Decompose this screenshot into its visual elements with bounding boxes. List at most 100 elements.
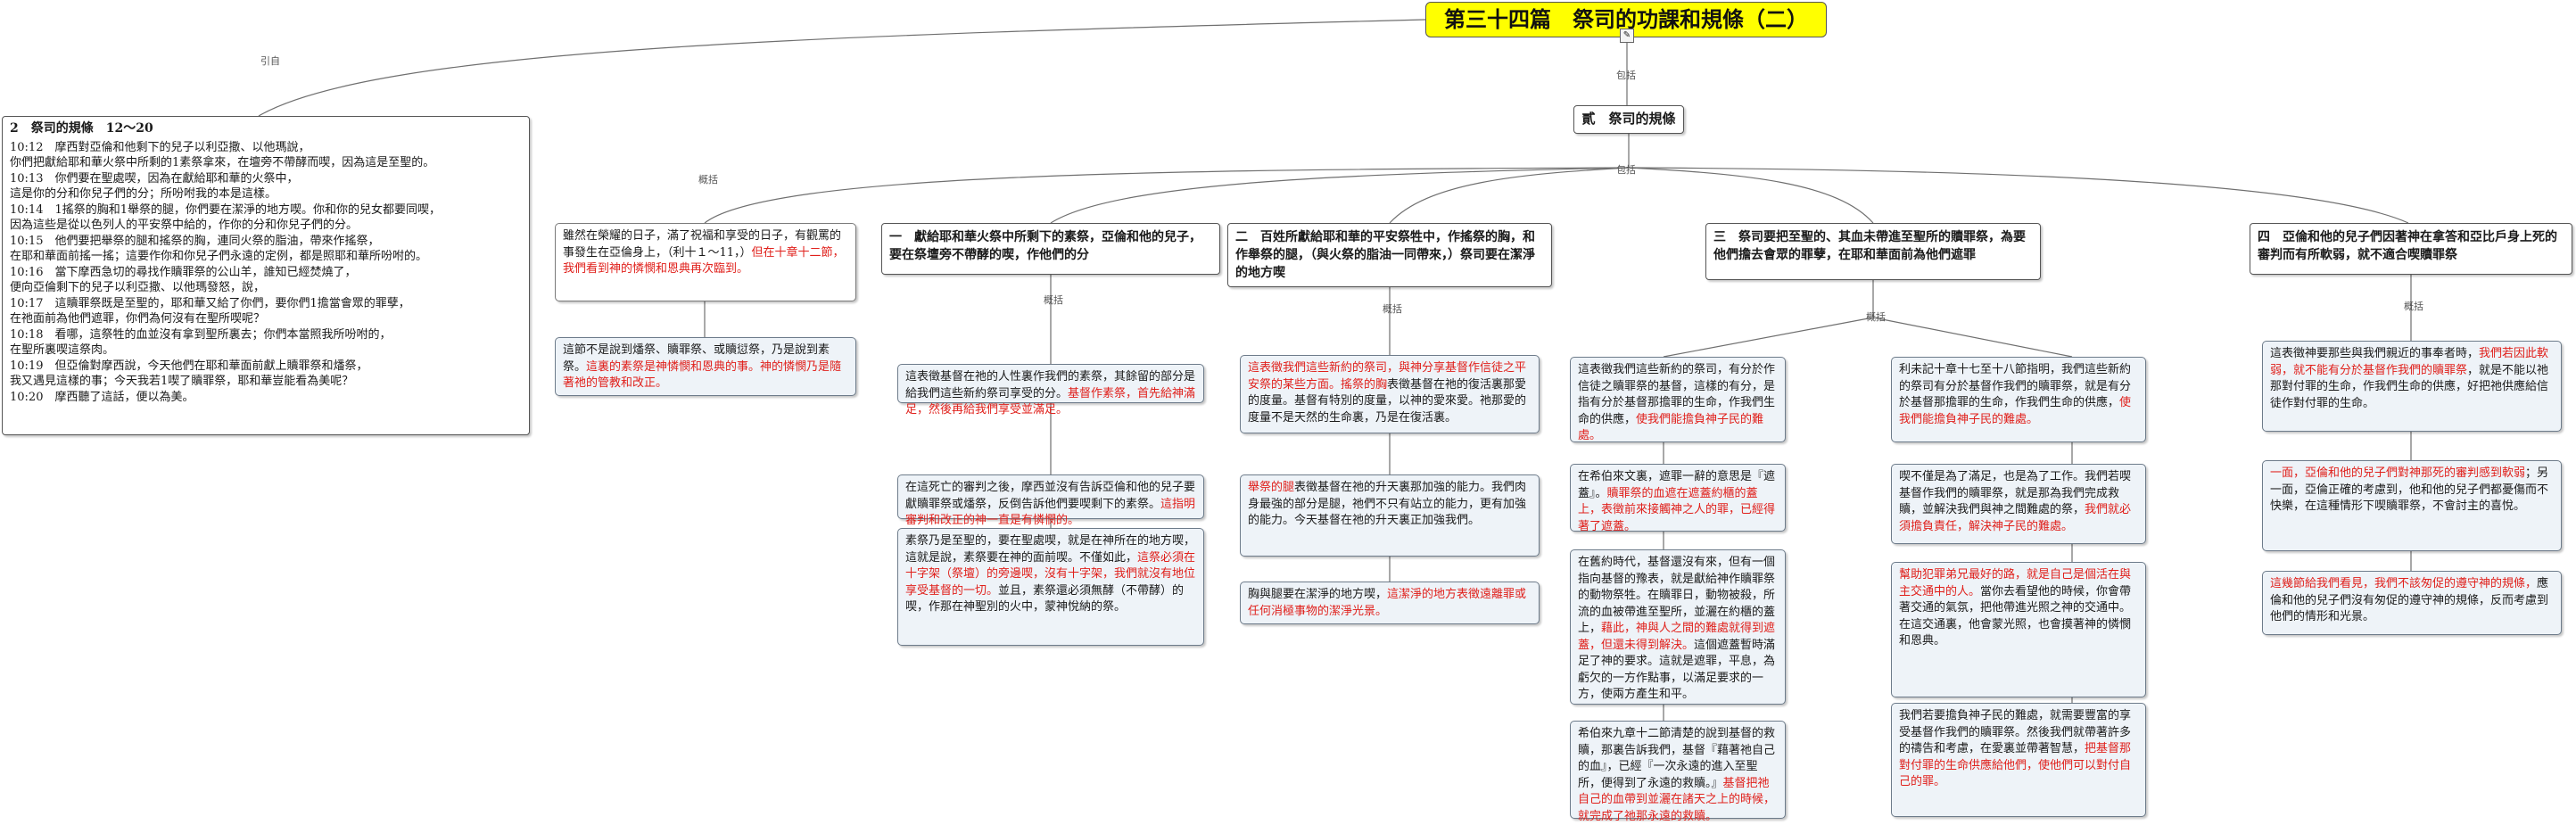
note-text: 這表徵我們這些新約的祭司，有分於作信徒之贖罪祭的基督，這樣的有分，是指有分於基督… bbox=[1578, 363, 1776, 426]
reference-line: 因為這些是從以色列人的平安祭中給的，作你的分和你兒子們的分。 bbox=[10, 219, 359, 232]
branch1-heading[interactable]: 一 獻給耶和華火祭中所剩下的素祭，亞倫和他的兒子，要在祭壇旁不帶酵的喫，作他們的… bbox=[881, 223, 1220, 275]
branch3-note-3[interactable]: 在舊約時代，基督還沒有來，但有一個指向基督的豫表，就是獻給神作贖罪祭的動物祭牲。… bbox=[1570, 549, 1786, 705]
highlighted-text: 使我們能擔負神子民的難處。 bbox=[1578, 412, 1764, 443]
reference-line: 這是你的分和你兒子們的分；所吩咐我的本是這樣。 bbox=[10, 187, 277, 201]
branch3-note-6[interactable]: 喫不僅是為了滿足，也是為了工作。我們若喫基督作我們的贖罪祭，就是那為我們完成救贖… bbox=[1891, 464, 2146, 544]
note-text: 胸與腿要在潔淨的地方喫， bbox=[1248, 588, 1388, 601]
branch1-note-1[interactable]: 這表徵基督在祂的人性裏作我們的素祭，其餘留的部分是給我們這些新約祭司享受的分。基… bbox=[897, 364, 1204, 417]
summary-label-b3: 概括 bbox=[1866, 311, 1886, 323]
branch4-heading[interactable]: 四 亞倫和他的兒子們因著神在拿答和亞比戶身上死的審判而有所軟弱，就不適合喫贖罪祭 bbox=[2250, 223, 2572, 275]
note-text: 喫不僅是為了滿足，也是為了工作。我們若喫基督作我們的贖罪祭，就是那為我們完成救贖… bbox=[1899, 470, 2132, 516]
highlighted-text: 幫助犯罪弟兄最好的路，就是自己是個活在與主交通中的人。 bbox=[1899, 568, 2132, 598]
note-text: ，就是不能以祂那對付罪的生命，作我們生命的供應，好把祂供應給信徒作對付罪的生命。 bbox=[2270, 363, 2549, 410]
highlighted-text: 舉祭的腿 bbox=[1248, 481, 1295, 494]
highlighted-text: 一面，亞倫和他的兒子們對神那死的審判感到軟弱 bbox=[2270, 466, 2526, 480]
branch2-note-1[interactable]: 這表徵我們這些新約的祭司，與神分享基督作信徒之平安祭的某些方面。搖祭的胸表徵基督… bbox=[1240, 355, 1540, 433]
branch3-note-4[interactable]: 希伯來九章十二節清楚的說到基督的救贖，那裏告訴我們，基督『藉著祂自己的血』，已經… bbox=[1570, 721, 1786, 823]
reference-line: 10:12 摩西對亞倫和他剩下的兒子以利亞撒、以他瑪說， bbox=[10, 140, 310, 154]
note-text: 我們若要擔負神子民的難處，就需要豐富的享受基督作我們的贖罪祭。然後我們就帶著許多… bbox=[1899, 709, 2132, 755]
reference-line: 在祂面前為他們遮罪，你們為何沒有在聖所喫呢？ bbox=[10, 312, 266, 326]
branch2-note-2[interactable]: 舉祭的腿表徵基督在祂的升天裏那加強的能力。我們肉身最強的部分是腿，祂們不只有站立… bbox=[1240, 474, 1540, 557]
include-label: 包括 bbox=[1616, 70, 1636, 81]
highlighted-text: 這表徵我們這些新約的祭司，與神分享基督作信徒之平安祭的某些方面。搖祭的胸 bbox=[1248, 361, 1527, 392]
summary-label-b2: 概括 bbox=[1383, 303, 1402, 315]
branch4-note-3[interactable]: 這幾節給我們看見，我們不該匆促的遵守神的規條，應倫和他的兒子們沒有匆促的遵守神的… bbox=[2262, 571, 2562, 635]
note-text: 並且，素祭還必須無酵（不帶酵）的喫，作那在神聖別的火中，蒙神悅納的祭。 bbox=[905, 583, 1185, 615]
note-text: 表徵基督在祂的升天裏那加強的能力。我們肉身最強的部分是腿，祂們不只有站立的能力，… bbox=[1248, 481, 1527, 527]
reference-line: 你們把獻給耶和華火祭中所剩的1素祭拿來，在壇旁不帶酵而喫，因為這是至聖的。 bbox=[10, 156, 435, 169]
reference-line: 10:17 這贖罪祭既是至聖的，耶和華又給了你們，要你們1擔當會眾的罪孽， bbox=[10, 296, 410, 310]
branch3-heading[interactable]: 三 祭司要把至聖的、其血未帶進至聖所的贖罪祭，為要他們擔去會眾的罪孽，在耶和華面… bbox=[1705, 223, 2041, 280]
reference-line: 10:13 你們要在聖處喫，因為在獻給耶和華的火祭中， bbox=[10, 171, 299, 186]
note-text: 希伯來九章十二節清楚的說到基督的救贖，那裏告訴我們，基督『藉著祂自己的血』，已經… bbox=[1578, 727, 1776, 790]
note-text: 素祭乃是至聖的，要在聖處喫，就是在神所在的地方喫，這就是說，素祭要在神的面前喫。… bbox=[905, 534, 1196, 565]
branch4-note-2[interactable]: 一面，亞倫和他的兒子們對神那死的審判感到軟弱；另一面，亞倫正確的考慮到，他和他的… bbox=[2262, 460, 2562, 551]
reference-line: 便向亞倫剩下的兒子以利亞撒、以他瑪發怒，說， bbox=[10, 281, 266, 294]
note-icon[interactable]: ✎ bbox=[1620, 29, 1634, 43]
scripture-reference-box[interactable]: 2 祭司的規條 12～20 10:12 摩西對亞倫和他剩下的兒子以利亞撒、以他瑪… bbox=[2, 116, 530, 435]
note-text: 這節不是說到燔祭、贖罪祭、或贖愆祭，乃是說到素祭。 bbox=[563, 343, 830, 374]
branch4-note-1[interactable]: 這表徵神要那些與我們親近的事奉者時，我們若因此軟弱，就不能有分於基督作我們的贖罪… bbox=[2262, 341, 2562, 432]
highlighted-text: 這潔淨的地方表徵遠離罪或任何消極事物的潔淨光景。 bbox=[1248, 588, 1527, 618]
reference-line: 10:16 當下摩西急切的尋找作贖罪祭的公山羊，誰知已經焚燒了， bbox=[10, 265, 357, 279]
reference-heading: 2 祭司的規條 12～20 bbox=[10, 121, 153, 136]
reference-line: 10:19 但亞倫對摩西說，今天他們在耶和華面前獻上贖罪祭和燔祭， bbox=[10, 359, 368, 373]
highlighted-text: 但在十章十二節，我們看到神的憐憫和恩典再次臨到。 bbox=[563, 245, 845, 276]
note-text: ；另一面，亞倫正確的考慮到，他和他的兒子們都憂傷而不快樂，在這種情形下喫贖罪祭，… bbox=[2270, 466, 2549, 513]
summary-label-b4: 概括 bbox=[2404, 301, 2423, 312]
note-text: 在舊約時代，基督還沒有來，但有一個指向基督的豫表，就是獻給神作贖罪祭的動物祭牲。… bbox=[1578, 556, 1776, 635]
reference-line: 在聖所裏喫這祭肉。 bbox=[10, 343, 115, 357]
branch3-note-2[interactable]: 在希伯來文裏，遮罪一辭的意思是『遮蓋』。贖罪祭的血遮在遮蓋約櫃的蓋上，表徵前來接… bbox=[1570, 464, 1786, 533]
branch1-note-3[interactable]: 素祭乃是至聖的，要在聖處喫，就是在神所在的地方喫，這就是說，素祭要在神的面前喫。… bbox=[897, 528, 1204, 646]
middle-to-branch3-line bbox=[1628, 167, 1874, 224]
highlighted-text: 基督作素祭，首先給神滿足，然後再給我們享受並滿足。 bbox=[905, 386, 1196, 417]
highlighted-text: 這指明審判和改正的神一直是有憐憫的。 bbox=[905, 497, 1196, 528]
highlighted-text: 使我們能擔負神子民的難處。 bbox=[1899, 396, 2132, 426]
middle-to-intro-line bbox=[704, 167, 1630, 224]
reference-line: 10:18 看哪，這祭牲的血並沒有拿到聖所裏去；你們本當照我所吩咐的， bbox=[10, 327, 392, 342]
intro-child-node[interactable]: 這節不是說到燔祭、贖罪祭、或贖愆祭，乃是說到素祭。這裏的素祭是神憐憫和恩典的事。… bbox=[555, 337, 856, 396]
branch1-note-2[interactable]: 在這死亡的審判之後，摩西並沒有告訴亞倫和他的兒子要獻贖罪祭或燔祭，反倒告訴他們要… bbox=[897, 474, 1204, 527]
branch2-heading[interactable]: 二 百姓所獻給耶和華的平安祭牲中，作搖祭的胸，和作舉祭的腿，（與火祭的脂油一同帶… bbox=[1227, 223, 1552, 287]
middle-to-branch1-line bbox=[1050, 167, 1630, 224]
cite-label: 引自 bbox=[260, 55, 280, 67]
note-text: 應倫和他的兒子們沒有匆促的遵守神的規條，反而考慮到他們的情形和光景。 bbox=[2270, 577, 2549, 623]
reference-line: 在耶和華面前搖一搖；這要作你和你兒子們永遠的定例，都是照耶和華所吩咐的。 bbox=[10, 250, 428, 263]
highlighted-text: 這祭必須在十字架（祭壇）的旁邊喫，沒有十字架，我們就沒有地位享受基督的一切。 bbox=[905, 550, 1196, 598]
root-to-reference-line bbox=[258, 19, 1426, 117]
highlighted-text: 基督把祂自己的血帶到並灑在諸天之上的時候，就完成了祂那永遠的救贖。 bbox=[1578, 776, 1776, 823]
highlighted-text: 贖罪祭的血遮在遮蓋約櫃的蓋上，表徵前來接觸神之人的罪，已經得著了遮蓋。 bbox=[1578, 486, 1776, 533]
reference-line: 10:20 摩西聽了這話，便以為美。 bbox=[10, 390, 194, 404]
note-text: 這個遮蓋暫時滿足了神的要求。這就是遮罪，平息，為虧欠的一方作點事，以滿足要求的一… bbox=[1578, 638, 1776, 702]
note-text: 表徵基督在祂的復活裏那愛的度量。基督有特別的度量，以神的愛來愛。祂那愛的度量不是… bbox=[1248, 377, 1527, 425]
note-text: 在這死亡的審判之後，摩西並沒有告訴亞倫和他的兒子要獻贖罪祭或燔祭，反倒告訴他們要… bbox=[905, 481, 1196, 511]
branch3-notes-line bbox=[1663, 280, 2073, 721]
intro-node[interactable]: 雖然在榮耀的日子，滿了祝福和享受的日子，有觀罵的事發生在亞倫身上，（利十１～11… bbox=[555, 223, 856, 301]
reference-line: 10:15 他們要把舉祭的腿和搖祭的胸，連同火祭的脂油，帶來作搖祭， bbox=[10, 234, 380, 248]
summary-label-intro: 概括 bbox=[698, 174, 718, 186]
middle-topic[interactable]: 貳 祭司的規條 bbox=[1573, 105, 1684, 134]
highlighted-text: 把基督那對付罪的生命供應給他們，使他們可以對付自己的罪。 bbox=[1899, 742, 2132, 788]
highlighted-text: 我們就必須擔負責任，解決神子民的難處。 bbox=[1899, 503, 2132, 533]
branch3-note-1[interactable]: 這表徵我們這些新約的祭司，有分於作信徒之贖罪祭的基督，這樣的有分，是指有分於基督… bbox=[1570, 357, 1786, 442]
note-text: 在希伯來文裏，遮罪一辭的意思是『遮蓋』。 bbox=[1578, 470, 1776, 500]
branch2-note-3[interactable]: 胸與腿要在潔淨的地方喫，這潔淨的地方表徵遠離罪或任何消極事物的潔淨光景。 bbox=[1240, 582, 1540, 624]
note-text: 利未記十章十七至十八節指明，我們這些新約的祭司有分於基督作我們的贖罪祭，就是有分… bbox=[1899, 363, 2132, 409]
branch3-note-8[interactable]: 我們若要擔負神子民的難處，就需要豐富的享受基督作我們的贖罪祭。然後我們就帶著許多… bbox=[1891, 703, 2146, 817]
branch3-note-5[interactable]: 利未記十章十七至十八節指明，我們這些新約的祭司有分於基督作我們的贖罪祭，就是有分… bbox=[1891, 357, 2146, 442]
note-text: 這表徵神要那些與我們親近的事奉者時， bbox=[2270, 347, 2480, 360]
summary-label-b1: 概括 bbox=[1044, 294, 1063, 306]
reference-line: 10:14 1搖祭的胸和1舉祭的腿，你們要在潔淨的地方喫。你和你的兒女都要同喫， bbox=[10, 202, 442, 217]
reference-line: 我又遇見這樣的事；今天我若1喫了贖罪祭，耶和華豈能看為美呢？ bbox=[10, 375, 354, 388]
middle-to-branch4-line bbox=[1628, 167, 2409, 224]
note-text: 當你去看望他的時候，你會帶著交通的氣氛，把他帶進光照之神的交通中。在這交通裏，他… bbox=[1899, 584, 2132, 648]
branch3-note-7[interactable]: 幫助犯罪弟兄最好的路，就是自己是個活在與主交通中的人。當你去看望他的時候，你會帶… bbox=[1891, 562, 2146, 697]
note-text: 這表徵基督在祂的人性裏作我們的素祭，其餘留的部分是給我們這些新約祭司享受的分。 bbox=[905, 370, 1196, 400]
highlighted-text: 藉此，神與人之間的難處就得到遮蓋，但還未得到解決。 bbox=[1578, 622, 1776, 652]
highlighted-text: 這裏的素祭是神憐憫和恩典的事。神的憐憫乃是隨著祂的管教和改正。 bbox=[563, 359, 842, 391]
note-text: 雖然在榮耀的日子，滿了祝福和享受的日子，有觀罵的事發生在亞倫身上，（利十１～11… bbox=[563, 229, 842, 260]
highlighted-text: 這幾節給我們看見，我們不該匆促的遵守神的規條， bbox=[2270, 577, 2538, 590]
reference-verses: 10:12 摩西對亞倫和他剩下的兒子以利亞撒、以他瑪說， 你們把獻給耶和華火祭中所… bbox=[10, 140, 522, 406]
middle-to-branch2-line bbox=[1389, 167, 1630, 224]
